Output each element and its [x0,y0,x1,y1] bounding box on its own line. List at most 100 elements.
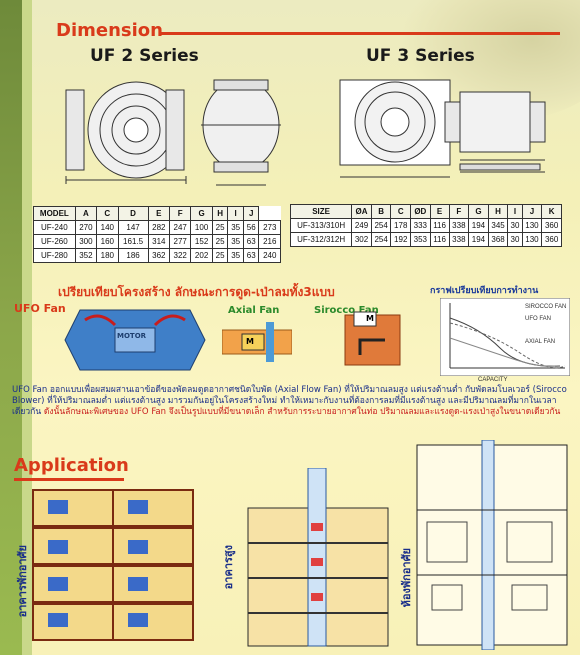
uf2-cell: 63 [242,234,260,249]
uf2-cell: 152 [190,234,213,249]
uf2-drawing [65,79,281,186]
sirocco-fan-illustration [344,311,401,366]
uf3-title: UF 3 Series [366,46,475,66]
uf2-col-header: E [147,206,171,221]
uf2-cell: 352 [74,248,98,263]
uf3-col-header: J [521,204,543,219]
uf3-cell: 116 [429,218,450,233]
curve-title: กราฟเปรียบเทียบการทำงาน [430,286,539,296]
performance-curve [440,298,570,376]
uf2-cell: 35 [227,220,244,235]
uf2-cell: 25 [211,248,229,263]
uf3-cell: UF-313/310H [289,218,353,233]
uf2-cell: 273 [258,220,281,235]
uf2-cell: 140 [96,220,119,235]
uf2-cell: 362 [147,248,171,263]
uf3-cell: 338 [448,218,470,233]
legend-axial: AXIAL FAN [525,339,556,345]
uf2-cell: 300 [74,234,98,249]
uf2-col-header: I [227,206,244,221]
uf3-cell: 368 [487,232,509,247]
uf3-col-header: E [429,204,450,219]
uf2-cell: 314 [147,234,171,249]
uf3-col-header: F [448,204,470,219]
uf3-cell: 30 [507,232,523,247]
residential-building-illustration [32,489,194,641]
application-label-residential: อาคารพักอาศัย [16,545,29,618]
uf2-cell: 35 [227,248,244,263]
uf3-cell: 249 [351,218,372,233]
uf2-cell: 240 [258,248,281,263]
uf2-col-header: F [169,206,192,221]
uf2-cell: 56 [242,220,260,235]
highrise-building-illustration [247,468,389,647]
application-label-highrise: อาคารสูง [222,545,235,590]
uf2-cell: 277 [169,234,192,249]
ufo-fan-label: UFO Fan [14,302,66,315]
uf2-col-header: C [96,206,119,221]
uf3-cell: 360 [541,218,562,233]
compare-title: เปรียบเทียบโครงสร้าง ลักษณะการดูด-เป่าลม… [58,285,335,299]
uf3-col-header: SIZE [289,204,353,219]
uf2-cell: 186 [117,248,149,263]
apartment-floorplan-illustration [416,440,568,650]
uf3-cell: 353 [410,232,431,247]
left-band [0,0,22,655]
uf2-cell: 100 [190,220,213,235]
uf3-cell: 130 [521,218,543,233]
uf2-cell: 247 [169,220,192,235]
dimension-rule [160,32,560,35]
uf2-col-header: D [117,206,149,221]
uf3-col-header: K [541,204,562,219]
uf3-spec-table: SIZE ØA B C ØD E F G H I J K UF-313/310H… [289,204,562,247]
uf2-cell: 25 [211,220,229,235]
uf3-col-header: H [487,204,509,219]
uf2-cell: 63 [242,248,260,263]
uf3-col-header: G [468,204,489,219]
application-rule [14,478,124,481]
uf2-cell: 160 [96,234,119,249]
curve-xlabel: CAPACITY [478,377,508,383]
uf3-col-header: I [507,204,523,219]
uf2-col-header: H [211,206,229,221]
uf2-cell: 180 [96,248,119,263]
description-paragraph: UFO Fan ออกแบบเพื่อผสมผสานเอาข้อดีของพัด… [12,385,568,418]
sirocco-fan-label: Sirocco Fan [314,305,379,316]
uf2-cell: 270 [74,220,98,235]
motor-label: MOTOR [117,332,147,340]
axial-m-label: M [246,337,254,346]
uf3-cell: 116 [429,232,450,247]
ufo-fan-illustration [64,309,206,371]
uf3-cell: 192 [390,232,412,247]
uf2-header-row: MODEL A C D E F G H I J [33,206,281,221]
uf3-col-header: B [370,204,392,219]
uf2-cell: 25 [211,234,229,249]
uf3-cell: UF-312/312H [289,232,353,247]
uf2-cell: 202 [190,248,213,263]
uf3-cell: 333 [410,218,431,233]
uf2-col-header: A [74,206,98,221]
uf2-col-header: J [242,206,260,221]
uf2-cell: 35 [227,234,244,249]
uf3-cell: 338 [448,232,470,247]
legend-ufo: UFO FAN [525,316,552,322]
uf3-cell: 178 [390,218,412,233]
uf3-header-row: SIZE ØA B C ØD E F G H I J K [289,204,562,219]
uf3-col-header: ØA [351,204,372,219]
uf3-cell: 302 [351,232,372,247]
description-part1: UFO Fan ออกแบบเพื่อผสมผสานเอาข้อดีของพัด… [12,385,567,417]
uf2-cell: 216 [258,234,281,249]
application-heading: Application [14,455,129,476]
axial-fan-label: Axial Fan [228,305,280,316]
uf3-cell: 194 [468,232,489,247]
uf3-cell: 254 [370,232,392,247]
sirocco-m-label: M [366,314,374,323]
uf2-title: UF 2 Series [90,46,199,66]
legend-sirocco: SIROCCO FAN [525,304,567,310]
